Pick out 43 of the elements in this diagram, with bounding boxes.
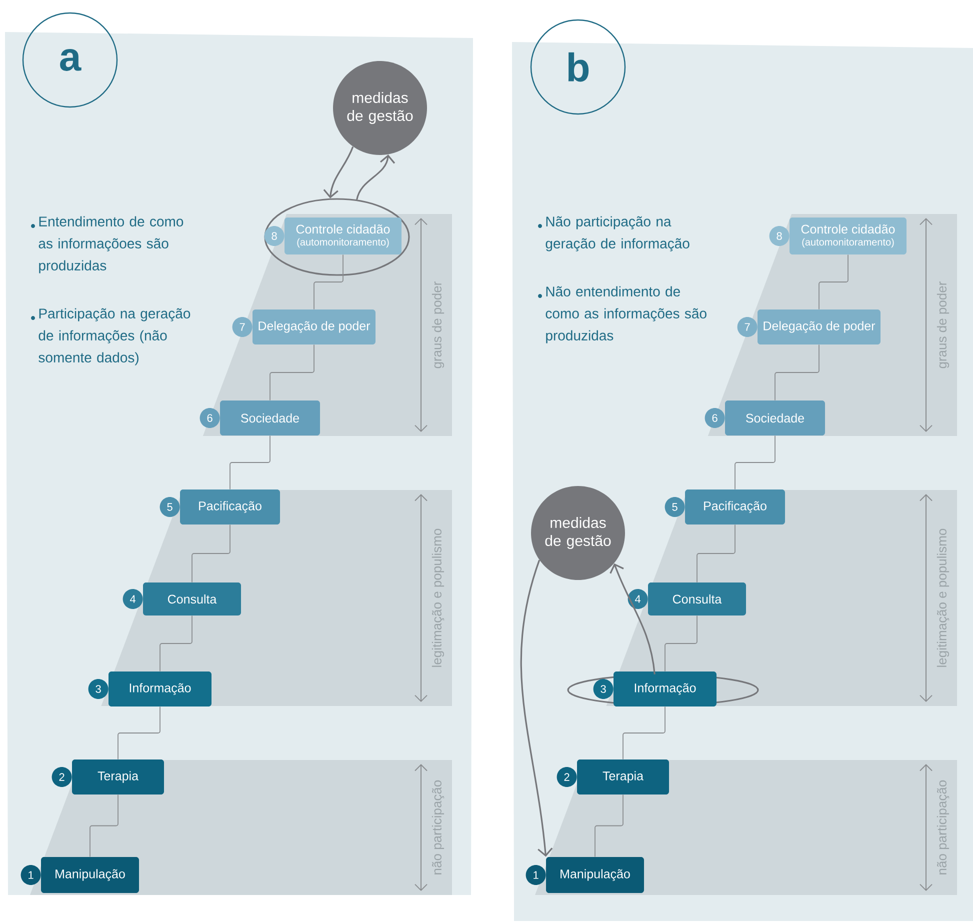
number-badge: 3	[593, 679, 614, 699]
circle-node: medidas de gestão	[333, 61, 427, 155]
step-line	[160, 615, 192, 672]
step-line	[118, 706, 160, 760]
circle-node: medidas de gestão	[531, 486, 625, 580]
step-line	[314, 254, 344, 310]
step-line	[594, 794, 624, 858]
highlight-ellipse	[264, 198, 410, 276]
number-badge: 5	[160, 497, 180, 517]
number-badge: 8	[769, 226, 790, 246]
number-badge: 5	[664, 497, 685, 517]
panel-letter: b	[530, 19, 626, 115]
step-line	[90, 794, 118, 858]
step-line	[774, 344, 820, 401]
number-badge: 6	[200, 408, 220, 428]
step-line	[696, 524, 736, 583]
bullet-item: Não participação na geração de informação	[538, 216, 690, 252]
number-badge: 8	[264, 226, 284, 246]
step-line	[270, 344, 314, 401]
arrow	[323, 146, 354, 198]
number-badge: 1	[20, 865, 41, 885]
step-line	[622, 706, 666, 760]
bullet-item: Participação na geração de informações (não somente dados)	[31, 308, 190, 366]
number-badge: 7	[232, 317, 252, 337]
number-badge: 2	[556, 767, 577, 787]
bullet-item: Entendimento de como as informaçõoes são produzidas	[31, 216, 184, 274]
step-line	[734, 435, 776, 490]
step-line	[192, 524, 230, 583]
number-badge: 4	[122, 589, 143, 609]
arrow	[520, 560, 553, 857]
panel-letter: a	[22, 12, 118, 108]
number-badge: 6	[704, 408, 725, 428]
number-badge: 7	[737, 317, 758, 337]
bullet-item: Não entendimento de como as informações são produzidas	[538, 286, 706, 344]
number-badge: 1	[526, 865, 546, 885]
arrow	[356, 154, 396, 200]
step-line	[664, 615, 698, 672]
step-line	[818, 254, 848, 310]
number-badge: 4	[628, 589, 648, 609]
arrow	[610, 563, 656, 674]
step-line	[230, 435, 270, 490]
number-badge: 2	[52, 767, 72, 787]
number-badge: 3	[88, 679, 108, 699]
